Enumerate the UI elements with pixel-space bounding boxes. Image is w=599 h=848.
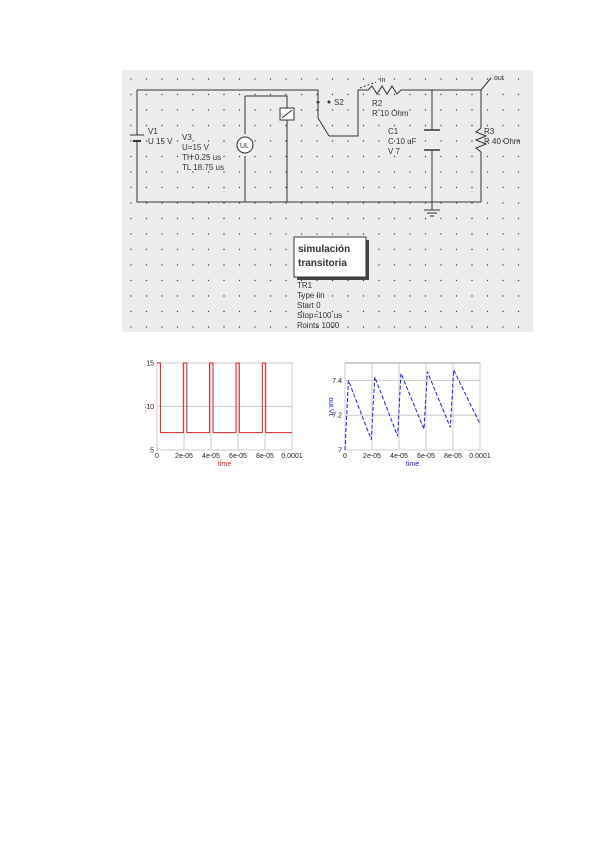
relay-coil-symbol[interactable] [279, 107, 295, 121]
resistor-r2-value: R 10 Ohm [372, 109, 409, 118]
capacitor-c1-voltage: V 7 [388, 147, 401, 156]
y-tick-label: 5 [150, 448, 154, 455]
chart-plot-area [344, 362, 481, 451]
analysis-type: Type lin [297, 291, 325, 300]
x-tick-label: 8e-05 [444, 453, 462, 460]
v1-value-label: U 15 V [148, 137, 173, 146]
v3-name-label: V3 [182, 133, 192, 142]
y-tick-label: 10 [146, 404, 154, 411]
x-tick-label: 8e-05 [256, 453, 274, 460]
capacitor-c1-symbol[interactable] [424, 129, 440, 151]
v3-u-label: U=15 V [182, 143, 210, 152]
chart-1: 5 10 15 0 2e-05 4e-05 6e-05 8e-05 0.0001 time in.V… [145, 361, 303, 469]
switch-s2-label: S2 [334, 98, 344, 107]
x-tick-label: 2e-05 [175, 453, 193, 460]
analysis-points: Points 1000 [297, 321, 340, 330]
x-tick-label: 0 [155, 453, 159, 460]
y-tick-label: 7.2 [332, 413, 342, 420]
x-axis-label: time [406, 461, 419, 468]
y-tick-label: 15 [146, 361, 154, 368]
y-tick-label: 7.4 [332, 378, 342, 385]
y-axis-label: out.Vt [327, 397, 334, 415]
analysis-stop: Stop=100 us [297, 311, 342, 320]
battery-v1-symbol[interactable] [130, 128, 144, 152]
node-out-label: out [494, 75, 504, 82]
series-line [157, 362, 292, 434]
x-axis-label: time [218, 461, 231, 468]
x-tick-label: 6e-05 [417, 453, 435, 460]
resistor-r3-name: R3 [484, 127, 495, 136]
node-in-label: in [380, 77, 386, 84]
x-tick-label: 0 [343, 453, 347, 460]
simulation-box-title-line2: transitoria [298, 258, 347, 269]
x-tick-label: 0.0001 [281, 453, 303, 460]
chart-2: 7 7.2 7.4 0 2e-05 4e-05 6e-05 8e-05 0.0001 time ou… [327, 362, 491, 468]
analysis-start: Start 0 [297, 301, 321, 310]
series-line [344, 368, 481, 451]
resistor-r3-symbol[interactable] [474, 127, 488, 153]
x-tick-label: 0.0001 [469, 453, 491, 460]
y-tick-label: 7 [338, 448, 342, 455]
switch-s2-symbol[interactable] [316, 100, 331, 137]
simulation-box-title-line1: simulación [298, 244, 350, 255]
pulse-source-v3-symbol[interactable]: UL [236, 136, 254, 154]
resistor-r3-value: R 40 Ohm [484, 137, 521, 146]
resistor-r2-name: R2 [372, 99, 383, 108]
node-out-marker [480, 77, 492, 91]
x-tick-label: 2e-05 [363, 453, 381, 460]
pulse-source-glyph: UL [240, 143, 249, 150]
circuit-schematic: V1 U 15 V UL V3 U=15 V TH 0.25 us TL 18.… [122, 70, 533, 332]
circuit-wires [136, 89, 482, 210]
ground-icon [424, 209, 440, 217]
transient-simulation-block[interactable]: simulación transitoria [293, 236, 369, 280]
resistor-r2-symbol[interactable] [367, 85, 405, 95]
x-tick-label: 6e-05 [229, 453, 247, 460]
x-tick-label: 4e-05 [390, 453, 408, 460]
node-in-marker [359, 81, 377, 89]
y-axis-label: in.Vt [145, 399, 146, 413]
v3-tl-label: TL 18.75 us [182, 163, 224, 172]
analysis-name: TR1 [297, 281, 313, 290]
capacitor-c1-value: C 10 uF [388, 137, 417, 146]
capacitor-c1-name: C1 [388, 127, 399, 136]
v3-th-label: TH 0.25 us [182, 153, 221, 162]
schematic-grid [122, 70, 533, 332]
v1-name-label: V1 [148, 127, 158, 136]
x-tick-label: 4e-05 [202, 453, 220, 460]
charts-area: 5 10 15 0 2e-05 4e-05 6e-05 8e-05 0.0001 time in.V… [145, 361, 491, 469]
